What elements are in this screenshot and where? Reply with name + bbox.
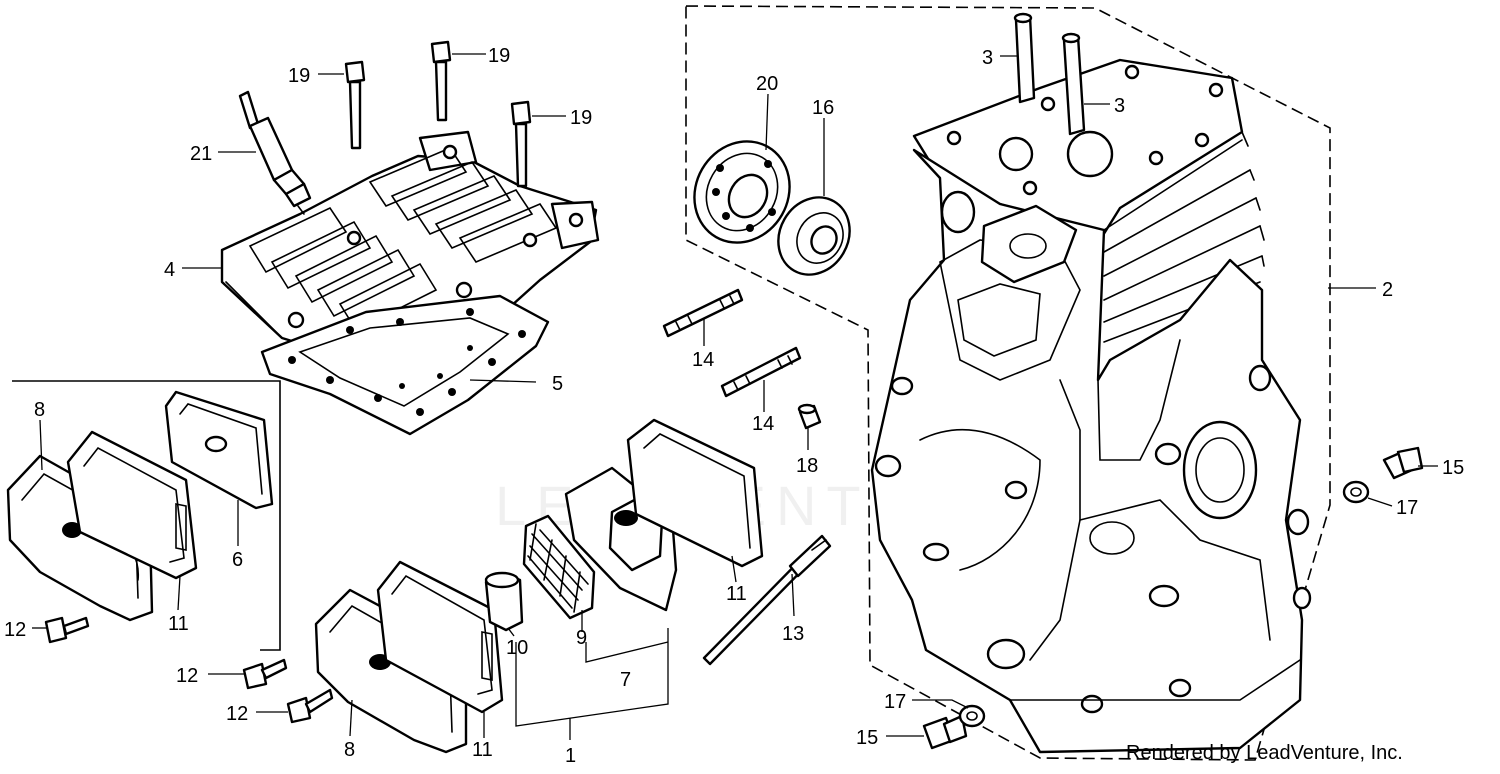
callout-2: 2 [1382, 279, 1393, 301]
cylinder-head [220, 130, 600, 370]
callout-11a: 11 [168, 613, 189, 635]
callout-14a: 14 [692, 349, 714, 371]
head-bolt-1 [344, 60, 366, 150]
head-gasket [260, 294, 550, 436]
breather-bolt-2 [242, 658, 288, 690]
breather-valve [484, 571, 524, 632]
callout-13: 13 [782, 623, 804, 645]
callout-17a: 17 [1396, 497, 1418, 519]
head-bolt-2 [430, 40, 452, 122]
cylinder-stud-2 [1061, 32, 1086, 136]
callout-3a: 3 [982, 47, 993, 69]
callout-5: 5 [552, 373, 563, 395]
oil-seal [777, 196, 851, 276]
callout-9: 9 [576, 627, 587, 649]
callout-19a: 19 [288, 65, 310, 87]
callout-8a: 8 [34, 399, 45, 421]
cylinder-stud-1 [1013, 12, 1036, 104]
callout-19c: 19 [570, 107, 592, 129]
breather-group-frame [12, 380, 281, 651]
drain-bolt-bottom [922, 714, 968, 750]
leader-lines [32, 53, 1438, 738]
callout-20: 20 [756, 73, 778, 95]
callout-16: 16 [812, 97, 834, 119]
callout-18: 18 [796, 455, 818, 477]
long-bolt [702, 534, 832, 666]
callout-4: 4 [164, 259, 175, 281]
ball-bearing [693, 140, 791, 244]
callout-19b: 19 [488, 45, 510, 67]
head-bolt-3 [510, 100, 532, 188]
callout-3b: 3 [1114, 95, 1125, 117]
dowel-pin [797, 403, 822, 430]
breather-filter [522, 514, 596, 620]
callout-12c: 12 [226, 703, 248, 725]
crankcase [870, 58, 1312, 754]
bracket-1 [515, 628, 669, 740]
callout-12b: 12 [176, 665, 198, 687]
drain-bolt-right [1382, 446, 1424, 480]
callout-17b: 17 [884, 691, 906, 713]
callout-21: 21 [190, 143, 212, 165]
callout-11c: 11 [726, 583, 747, 605]
callout-15b: 15 [856, 727, 878, 749]
callout-11b: 11 [472, 739, 493, 761]
breather-plate [164, 390, 274, 510]
crankcase-group-outline [685, 5, 1331, 761]
stud-bolt-lower [720, 346, 802, 398]
stud-bolt-upper [662, 288, 744, 338]
callout-labels: 19 19 19 21 4 5 8 6 11 12 12 12 8 11 1 1… [4, 45, 1464, 767]
breather-gasket-lower [376, 560, 504, 714]
callout-6: 6 [232, 549, 243, 571]
callout-14b: 14 [752, 413, 774, 435]
bracket-7 [585, 641, 669, 663]
spark-plug [238, 90, 312, 215]
callout-8b: 8 [344, 739, 355, 761]
credit-text: Rendered by LeadVenture, Inc. [1126, 742, 1403, 764]
callout-7: 7 [620, 669, 631, 691]
breather-housing [564, 418, 764, 612]
breather-gasket-upper [66, 430, 198, 580]
callout-1: 1 [565, 745, 576, 767]
callout-10: 10 [506, 637, 528, 659]
drain-washer-bottom [958, 704, 986, 728]
drain-washer-right [1342, 480, 1370, 504]
breather-bolt-1 [44, 616, 90, 644]
callout-12a: 12 [4, 619, 26, 641]
breather-bolt-3 [286, 688, 334, 724]
callout-15a: 15 [1442, 457, 1464, 479]
